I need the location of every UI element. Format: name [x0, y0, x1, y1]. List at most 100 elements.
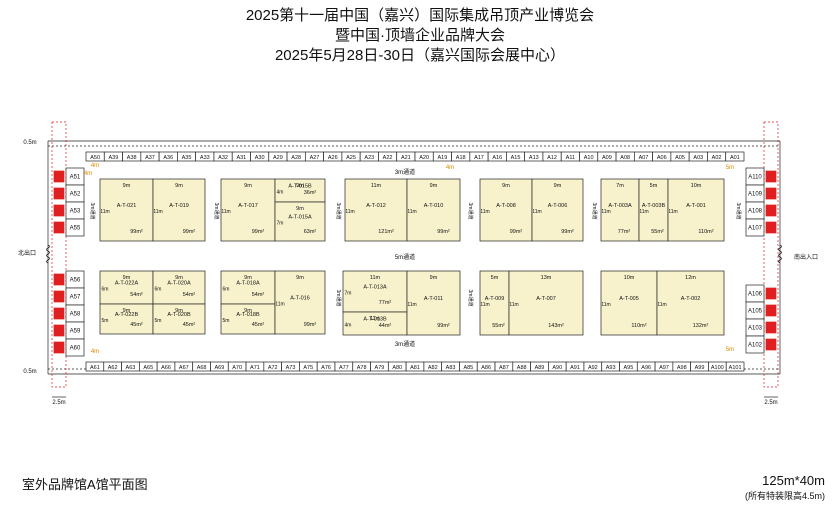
booth-depth: 11m	[639, 209, 648, 215]
booth-width: 11m	[370, 316, 381, 322]
booth-area: 45m²	[183, 322, 196, 328]
booth-depth: 4m	[345, 323, 352, 329]
booth-A-T-010	[406, 178, 461, 242]
booth-depth: 5m	[102, 318, 109, 324]
red-marker	[765, 304, 777, 317]
bottom-booth-label: A97	[659, 365, 669, 371]
bottom-booth-label: A89	[535, 365, 545, 371]
top-booth-label: A11	[566, 155, 575, 161]
side-booth-label: A58	[70, 312, 81, 318]
bottom-booth-label: A86	[481, 365, 491, 371]
bottom-booth-label: A93	[606, 365, 616, 371]
side-booth-label: A106	[748, 292, 763, 298]
booth-label: A-T-015B	[288, 184, 312, 190]
booth-area: 77m²	[618, 229, 631, 235]
booth-area: 36m²	[304, 190, 317, 196]
booth-label: A-T-007	[536, 296, 556, 302]
booth-depth: 11m	[221, 209, 230, 215]
booth-depth: 11m	[480, 209, 489, 215]
dim-label-right-side: 2.5m	[764, 400, 777, 406]
red-marker	[53, 324, 65, 337]
bottom-booth-label: A95	[624, 365, 634, 371]
red-marker	[765, 221, 777, 234]
top-booth-label: A27	[310, 155, 320, 161]
booth-width: 9m	[296, 183, 304, 189]
booth-A-T-011	[406, 270, 461, 336]
booth-width: 9m	[554, 183, 562, 189]
bottom-booth-label: A87	[499, 365, 509, 371]
booth-area: 54m²	[183, 292, 196, 298]
booth-A-T-008	[479, 178, 533, 242]
bottom-booth-label: A76	[321, 365, 331, 371]
top-booth-label: A08	[620, 155, 630, 161]
booth-depth: 11m	[100, 209, 109, 215]
edge-4m-label: 4m	[91, 163, 99, 169]
top-booth-label: A37	[145, 155, 155, 161]
booth-depth: 6m	[102, 287, 109, 293]
booth-depth: 11m	[153, 209, 162, 215]
side-booth-label: A110	[748, 175, 762, 181]
booth-label: A-T-012	[366, 203, 386, 209]
top-booth-label: A50	[90, 155, 100, 161]
booth-width: 9m	[175, 183, 183, 189]
booth-width: 12m	[685, 275, 696, 281]
booth-A-T-022A	[99, 270, 154, 305]
booth-area: 55m²	[651, 229, 664, 235]
booth-depth: 6m	[155, 287, 162, 293]
booth-label: A-T-020A	[167, 281, 191, 287]
booth-width: 11m	[370, 275, 381, 281]
height-limit-note: (所有特装限高4.5m)	[744, 491, 825, 501]
booth-area: 99m²	[510, 229, 523, 235]
side-booth-label: A57	[70, 295, 81, 301]
title-line-2: 暨中国·顶墙企业品牌大会	[335, 27, 505, 44]
booth-width: 9m	[430, 275, 438, 281]
red-marker	[765, 321, 777, 334]
bottom-booth-label: A65	[143, 365, 153, 371]
bottom-booth-label: A71	[250, 365, 260, 371]
red-marker	[765, 187, 777, 200]
bottom-booth-cell	[725, 361, 745, 372]
top-booth-label: A25	[346, 155, 356, 161]
bottom-booth-label: A100	[711, 365, 724, 371]
side-booth-label: A108	[748, 209, 763, 215]
bottom-booth-label: A61	[90, 365, 100, 371]
bottom-booth-label: A70	[232, 365, 242, 371]
booth-width: 9m	[296, 206, 304, 212]
booth-label: A-T-011	[424, 296, 443, 302]
bottom-booth-label: A78	[357, 365, 367, 371]
bottom-booth-label: A91	[570, 365, 580, 371]
corridor-label-vertical: 3m通道	[467, 203, 474, 220]
bottom-booth-label: A83	[446, 365, 456, 371]
side-booth-cell	[745, 335, 765, 354]
red-marker	[765, 287, 777, 300]
edge-5m-label: 5m	[726, 165, 734, 171]
booth-width: 9m	[123, 308, 131, 314]
top-booth-label: A05	[675, 155, 685, 161]
bottom-booth-label: A73	[286, 365, 296, 371]
top-booth-label: A02	[712, 155, 722, 161]
booth-label: A-T-008	[496, 203, 516, 209]
title-line-1: 2025第十一届中国（嘉兴）国际集成吊顶产业博览会	[245, 7, 595, 24]
booth-label: A-T-010	[424, 203, 444, 209]
booth-width: 9m	[175, 308, 183, 314]
red-marker	[53, 187, 65, 200]
side-booth-label: A56	[70, 278, 81, 284]
corridor-label-vertical: 3m通道	[467, 290, 474, 307]
top-booth-label: A36	[163, 155, 173, 161]
booth-width: 9m	[244, 308, 252, 314]
booth-depth: 11m	[668, 209, 677, 215]
booth-label: A-T-015A	[288, 215, 312, 221]
booth-width: 13m	[541, 275, 552, 281]
booth-label: A-T-017	[238, 203, 258, 209]
booth-width: 11m	[371, 183, 382, 189]
booth-width: 7m	[616, 183, 624, 189]
booth-depth: 11m	[532, 209, 541, 215]
side-booth-label: A55	[70, 226, 81, 232]
booth-A-T-013A	[342, 270, 408, 313]
bottom-booth-label: A96	[641, 365, 651, 371]
corridor-label-middle: 5m通道	[395, 253, 415, 261]
booth-depth: 11m	[275, 302, 284, 308]
booth-area: 99m²	[252, 229, 265, 235]
top-booth-label: A30	[255, 155, 265, 161]
booth-area: 99m²	[183, 229, 196, 235]
